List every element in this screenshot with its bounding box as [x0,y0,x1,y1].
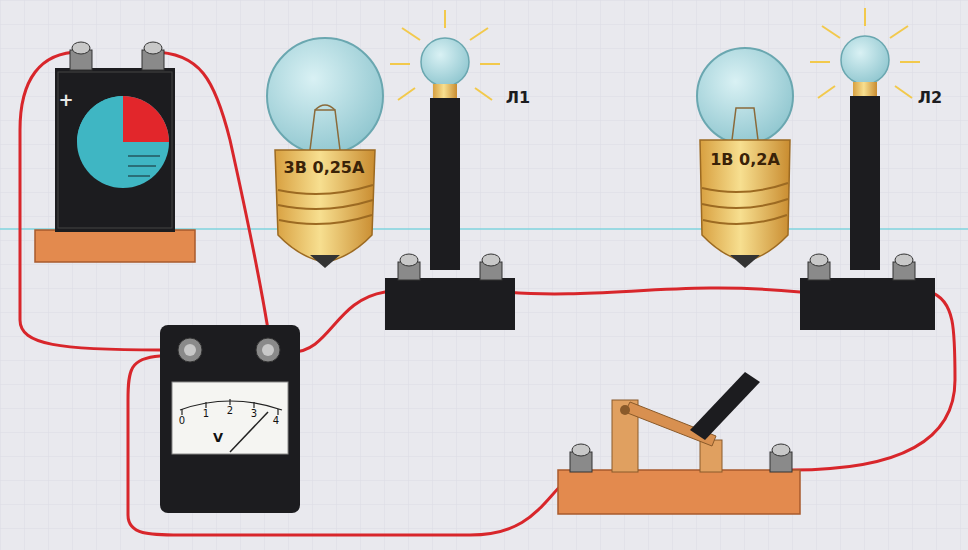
scale-number: 1 [203,409,209,419]
lamp-label: Л1 [506,90,530,106]
lamp-label: Л2 [918,90,942,106]
unit-symbol: V [213,431,223,444]
scale-number: 3 [251,409,257,419]
bulb-rating: 3В 0,25А [284,160,365,176]
polarity-sign: + [58,91,73,109]
scale-number: 0 [179,416,185,426]
bulb-rating: 1В 0,2А [710,152,780,168]
scale-number: 2 [227,406,233,416]
scale-number: 4 [273,416,279,426]
